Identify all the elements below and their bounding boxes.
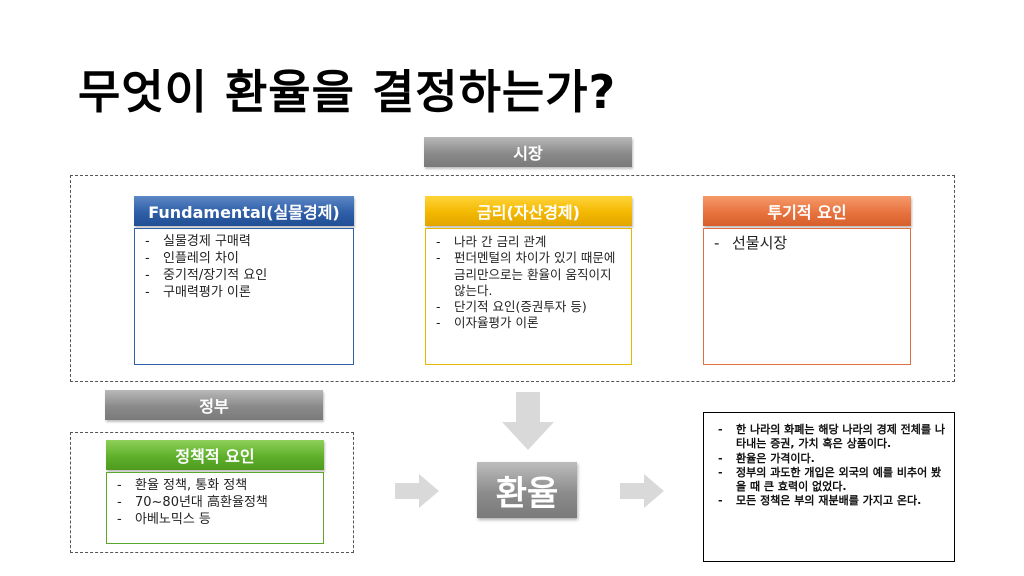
list-item: 중기적/장기적 요인 xyxy=(141,268,347,285)
right-arrow-icon xyxy=(620,474,664,508)
fundamental-items: 실물경제 구매력 인플레의 차이 중기적/장기적 요인 구매력평가 이론 xyxy=(141,234,347,302)
interest-items: 나라 간 금리 관계 펀더멘털의 차이가 있기 때문에 금리만으로는 환율이 움… xyxy=(432,234,625,332)
government-region xyxy=(70,432,354,553)
policy-card-body: 환율 정책, 통화 정책 70~80년대 高환율정책 아베노믹스 등 xyxy=(106,472,324,544)
list-item: 모든 정책은 부의 재분배를 가지고 온다. xyxy=(712,494,946,509)
interest-card-body: 나라 간 금리 관계 펀더멘털의 차이가 있기 때문에 금리만으로는 환율이 움… xyxy=(425,228,632,365)
interest-card-header: 금리(자산경제) xyxy=(425,196,632,226)
exchange-rate-box: 환율 xyxy=(477,462,577,518)
speculative-card-header: 투기적 요인 xyxy=(703,196,911,226)
speculative-items: 선물시장 xyxy=(710,234,904,254)
down-arrow-icon xyxy=(502,392,554,450)
speculative-card-body: 선물시장 xyxy=(703,228,911,365)
list-item: 환율 정책, 통화 정책 xyxy=(113,478,317,495)
notes-box: 한 나라의 화폐는 해당 나라의 경제 전체를 나타내는 증권, 가치 혹은 상… xyxy=(703,412,955,562)
market-label: 시장 xyxy=(424,137,632,167)
right-arrow-icon xyxy=(395,474,439,508)
list-item: 나라 간 금리 관계 xyxy=(432,234,625,251)
policy-items: 환율 정책, 통화 정책 70~80년대 高환율정책 아베노믹스 등 xyxy=(113,478,317,529)
list-item: 한 나라의 화폐는 해당 나라의 경제 전체를 나타내는 증권, 가치 혹은 상… xyxy=(712,423,946,452)
list-item: 70~80년대 高환율정책 xyxy=(113,495,317,512)
list-item: 정부의 과도한 개입은 외국의 예를 비추어 봤을 때 큰 효력이 없었다. xyxy=(712,466,946,495)
list-item: 아베노믹스 등 xyxy=(113,512,317,529)
government-label: 정부 xyxy=(105,390,323,420)
market-region xyxy=(70,175,955,382)
notes-list: 한 나라의 화폐는 해당 나라의 경제 전체를 나타내는 증권, 가치 혹은 상… xyxy=(712,423,946,509)
list-item: 선물시장 xyxy=(710,234,904,254)
list-item: 구매력평가 이론 xyxy=(141,285,347,302)
list-item: 실물경제 구매력 xyxy=(141,234,347,251)
fundamental-card-header: Fundamental(실물경제) xyxy=(134,196,354,226)
list-item: 이자율평가 이론 xyxy=(432,315,625,332)
list-item: 단기적 요인(증권투자 등) xyxy=(432,299,625,316)
policy-card-header: 정책적 요인 xyxy=(106,440,324,470)
fundamental-card-body: 실물경제 구매력 인플레의 차이 중기적/장기적 요인 구매력평가 이론 xyxy=(134,228,354,365)
slide-title: 무엇이 환율을 결정하는가? xyxy=(78,65,617,119)
list-item: 펀더멘털의 차이가 있기 때문에 금리만으로는 환율이 움직이지 않는다. xyxy=(432,250,625,299)
list-item: 환율은 가격이다. xyxy=(712,452,946,467)
list-item: 인플레의 차이 xyxy=(141,251,347,268)
